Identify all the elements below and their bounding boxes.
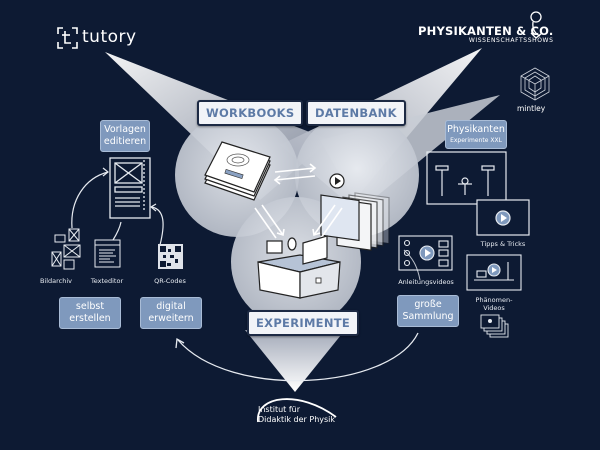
return-arc-arrowhead xyxy=(175,337,185,349)
physikanten-mascot-icon xyxy=(530,11,543,39)
tips-video-icon xyxy=(476,199,530,236)
digital-erweitern-line1: digital xyxy=(156,301,186,312)
mintley-cube-icon xyxy=(520,67,550,101)
institute-logo: Institut für Didaktik der Physik xyxy=(258,405,335,425)
tutory-logo-icon xyxy=(57,27,78,49)
video-collection-icon xyxy=(480,314,509,338)
template-document-icon xyxy=(109,157,151,219)
institute-line1: Institut für xyxy=(258,405,301,414)
return-arc xyxy=(177,332,419,382)
anleitungsvideos-caption: Anleitungsvideos xyxy=(398,278,454,286)
texteditor-caption: Texteditor xyxy=(90,277,124,285)
vorlagen-editieren-line2: editieren xyxy=(103,136,147,147)
video-stack-icon xyxy=(320,173,390,251)
institute-arc-icon xyxy=(257,398,337,423)
digital-erweitern-line2: erweitern xyxy=(148,313,194,324)
source-arrows xyxy=(71,167,164,246)
phenomenon-video-icon xyxy=(466,254,522,291)
mintley-logo-text: mintley xyxy=(517,104,546,113)
vorlagen-editieren-tag: Vorlagen editieren xyxy=(100,120,150,152)
physikanten-show-icon xyxy=(426,151,507,205)
selbst-erstellen-tag: selbst erstellen xyxy=(59,297,121,329)
physikanten-logo-title: PHYSIKANTEN & CO. xyxy=(418,24,554,38)
tipps-tricks-caption: Tipps & Tricks xyxy=(480,240,526,248)
physikanten-tag-line2: Experimente XXL xyxy=(450,137,502,144)
lab-desk-icon xyxy=(257,235,341,299)
beam-institute xyxy=(245,330,345,392)
bildarchiv-caption: Bildarchiv xyxy=(39,277,73,285)
right-connector xyxy=(403,249,421,281)
grosse-sammlung-tag: große Sammlung xyxy=(397,295,459,327)
physikanten-tag: Physikanten Experimente XXL xyxy=(445,120,507,149)
grosse-sammlung-line2: Sammlung xyxy=(402,311,454,322)
bidirectional-arrows xyxy=(254,163,343,239)
qr-codes-caption: QR-Codes xyxy=(154,277,186,285)
workbook-stack-icon xyxy=(204,141,271,201)
tutorial-video-icon xyxy=(398,235,453,271)
experimente-label: EXPERIMENTE xyxy=(247,310,360,336)
phaenomen-videos-caption: Phänomen-Videos xyxy=(475,296,513,312)
selbst-erstellen-line2: erstellen xyxy=(69,313,111,324)
physikanten-tag-line1: Physikanten xyxy=(447,124,505,135)
digital-erweitern-tag: digital erweitern xyxy=(140,297,202,329)
tutory-logo: tutory xyxy=(82,27,137,47)
tutory-logo-text: tutory xyxy=(82,27,137,47)
selbst-erstellen-line1: selbst xyxy=(75,301,105,312)
qr-code-icon xyxy=(158,244,183,269)
workbooks-label: WORKBOOKS xyxy=(197,100,304,126)
institute-line2: Didaktik der Physik xyxy=(258,415,336,424)
grosse-sammlung-line1: große xyxy=(414,299,442,310)
physikanten-logo-subtitle: WISSENSCHAFTSSHOWS xyxy=(468,37,554,44)
image-archive-icon xyxy=(51,228,81,270)
vorlagen-editieren-line1: Vorlagen xyxy=(104,124,146,135)
text-editor-icon xyxy=(94,239,121,268)
datenbank-label: DATENBANK xyxy=(306,100,406,126)
physikanten-logo: PHYSIKANTEN & CO. WISSENSCHAFTSSHOWS xyxy=(418,24,553,44)
